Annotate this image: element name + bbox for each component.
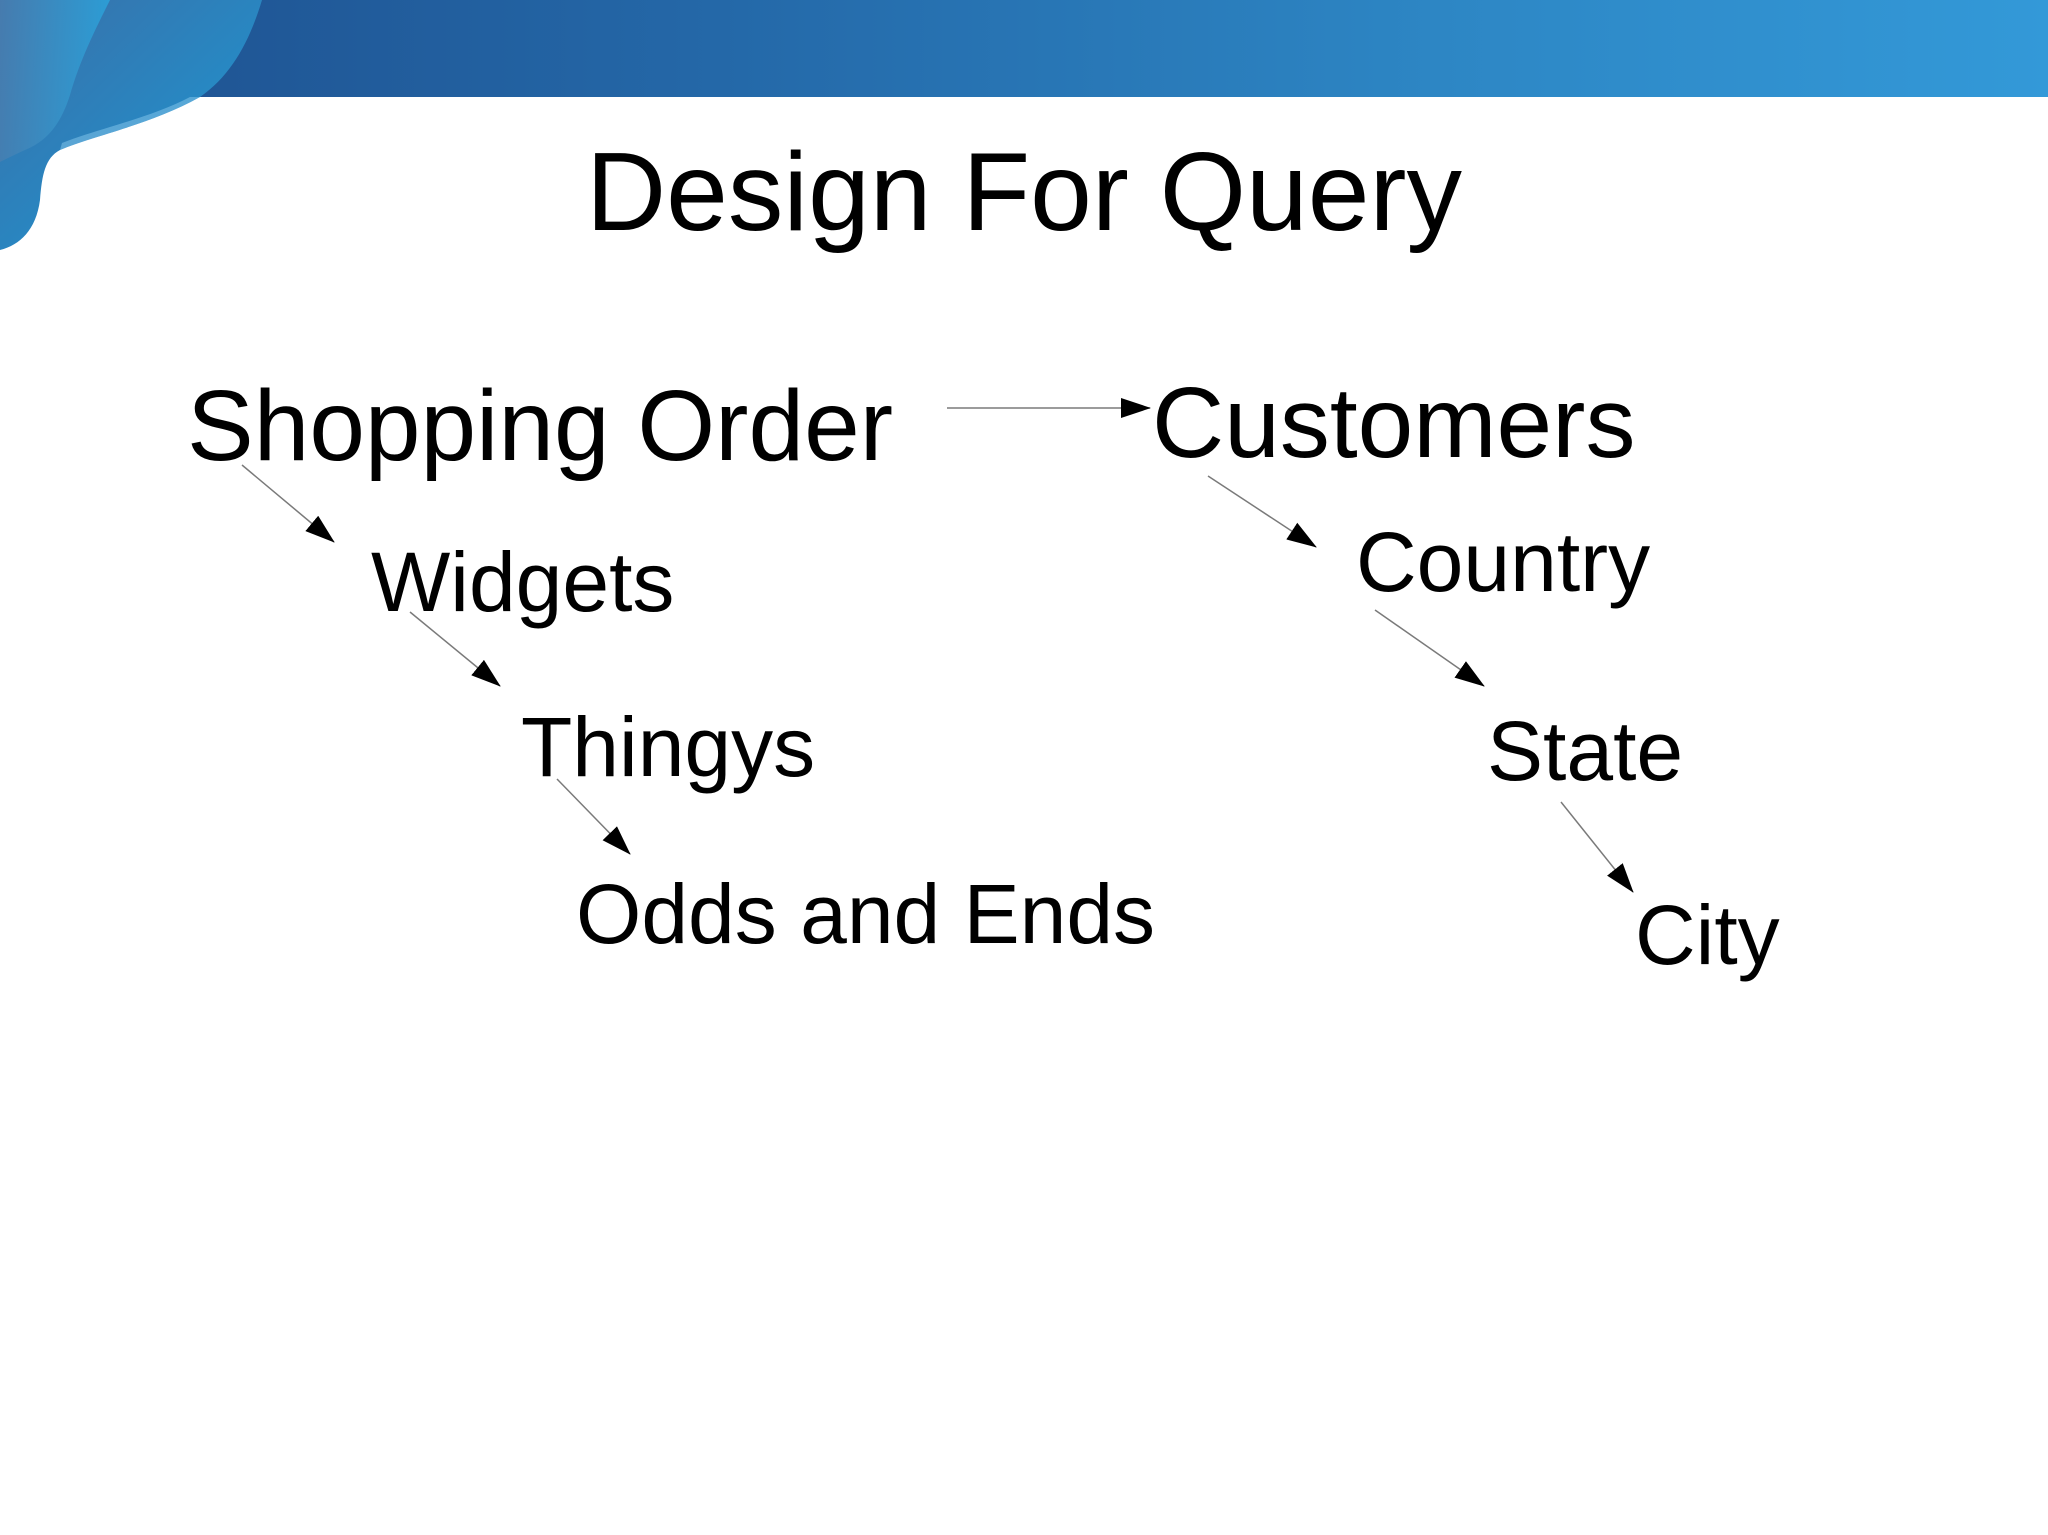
node-thingys: Thingys xyxy=(521,700,816,794)
node-customers: Customers xyxy=(1152,367,1636,479)
arrow-country-to-state xyxy=(1374,609,1485,687)
node-odds-and-ends: Odds and Ends xyxy=(576,867,1156,961)
slide-title: Design For Query xyxy=(586,130,1462,254)
header-band xyxy=(0,0,2048,97)
arrow-customers-to-country xyxy=(1207,475,1317,548)
node-shopping-order: Shopping Order xyxy=(187,370,894,482)
header-swoosh-decoration xyxy=(0,0,262,250)
node-widgets: Widgets xyxy=(371,535,675,629)
node-country: Country xyxy=(1356,515,1651,609)
node-state: State xyxy=(1487,704,1684,798)
arrow-state-to-city xyxy=(1560,801,1634,893)
node-city: City xyxy=(1635,888,1780,982)
